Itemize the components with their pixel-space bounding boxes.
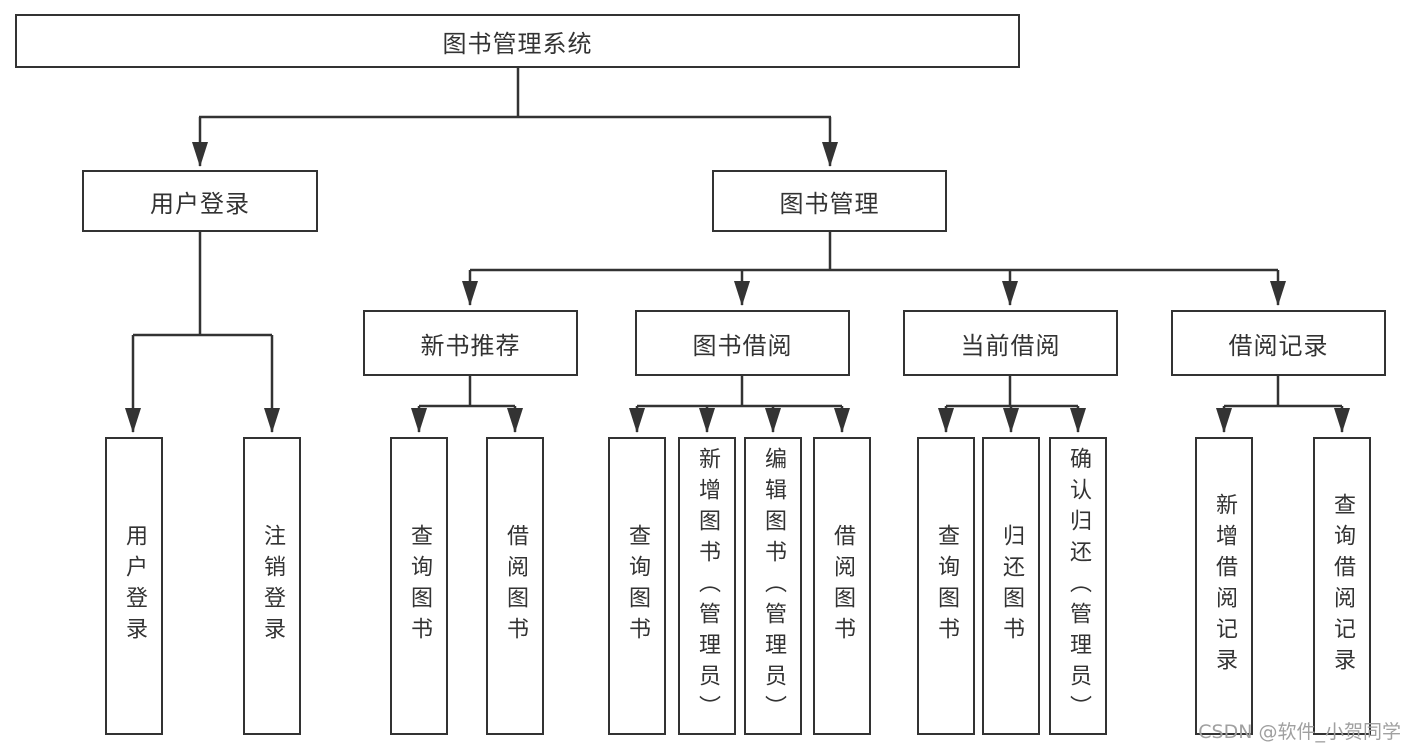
node-borrow-books-leaf: 借阅图书 [813,437,871,735]
node-borrow-books-recommend: 借阅图书 [486,437,544,735]
node-user-login: 用户登录 [82,170,318,232]
node-query-books-current: 查询图书 [917,437,975,735]
node-query-borrow-record: 查询借阅记录 [1313,437,1371,735]
node-book-borrow: 图书借阅 [635,310,850,376]
node-label: 查询借阅记录 [1330,493,1355,679]
node-library-management-system: 图书管理系统 [15,14,1020,68]
node-label: 新书推荐 [420,331,521,360]
node-label: 借阅图书 [830,524,855,648]
node-logout-leaf: 注销登录 [243,437,301,735]
node-label: 确认归还（管理员） [1066,446,1091,726]
node-add-books-admin: 新增图书（管理员） [678,437,736,735]
node-label: 注销登录 [260,524,285,648]
node-label: 编辑图书（管理员） [761,446,786,726]
node-return-books: 归还图书 [982,437,1040,735]
node-user-login-leaf: 用户登录 [105,437,163,735]
node-query-books-recommend: 查询图书 [390,437,448,735]
node-query-books-borrow: 查询图书 [608,437,666,735]
node-confirm-return-admin: 确认归还（管理员） [1049,437,1107,735]
node-label: 用户登录 [150,189,250,218]
node-label: 查询图书 [407,524,432,648]
node-edit-books-admin: 编辑图书（管理员） [744,437,802,735]
csdn-watermark: CSDN @软件_小贺同学 [1198,721,1401,743]
node-label: 当前借阅 [960,331,1061,360]
node-label: 查询图书 [934,524,959,648]
node-label: 图书管理系统 [442,29,593,58]
node-label: 图书管理 [779,189,880,218]
node-borrow-records: 借阅记录 [1171,310,1386,376]
node-new-book-recommend: 新书推荐 [363,310,578,376]
node-label: 归还图书 [999,524,1024,648]
node-label: 新增借阅记录 [1212,493,1237,679]
node-label: 借阅图书 [503,524,528,648]
node-label: 用户登录 [122,524,147,648]
node-label: 查询图书 [625,524,650,648]
node-add-borrow-record: 新增借阅记录 [1195,437,1253,735]
node-label: 借阅记录 [1228,331,1329,360]
node-label: 新增图书（管理员） [695,446,720,726]
node-current-borrow: 当前借阅 [903,310,1118,376]
node-book-management: 图书管理 [712,170,947,232]
node-label: 图书借阅 [692,331,793,360]
